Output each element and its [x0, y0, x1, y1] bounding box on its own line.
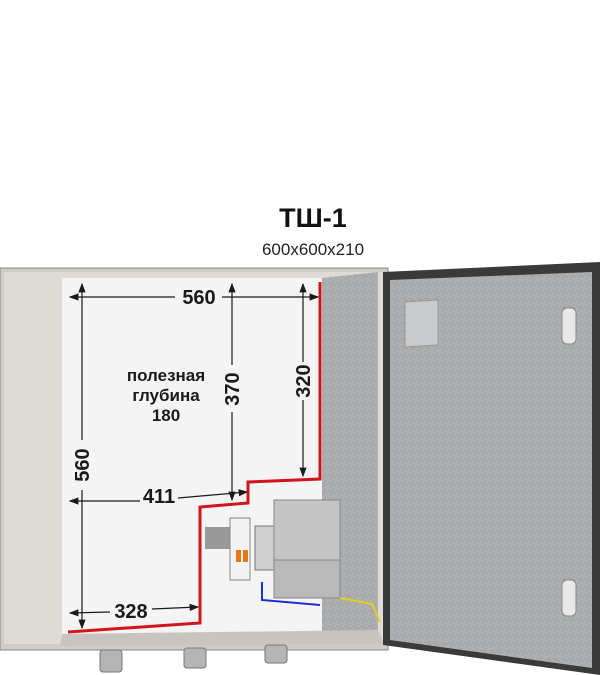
dim-height-mid: 370	[222, 372, 244, 405]
dim-width-top: 560	[182, 287, 215, 309]
note-line-3: 180	[151, 406, 181, 425]
dim-height-right: 320	[293, 364, 315, 397]
cable-glands	[99, 644, 288, 673]
dimension-labels: 560 560 370 320 411 328	[72, 287, 315, 623]
usable-depth-note: полезная глубина 180	[100, 366, 232, 426]
dim-width-mid: 411	[143, 486, 175, 508]
dimension-lines	[68, 282, 320, 630]
note-line-1: полезная	[126, 366, 206, 385]
note-line-2: глубина	[132, 386, 200, 405]
cabinet-door	[383, 262, 600, 675]
product-title: ТШ-1	[279, 203, 347, 233]
usable-area-outline	[67, 282, 322, 634]
dim-height-left: 560	[72, 448, 94, 481]
dim-width-bottom: 328	[114, 601, 147, 623]
product-dimensions: 600x600x210	[261, 240, 365, 259]
din-rail-equipment	[205, 499, 381, 623]
